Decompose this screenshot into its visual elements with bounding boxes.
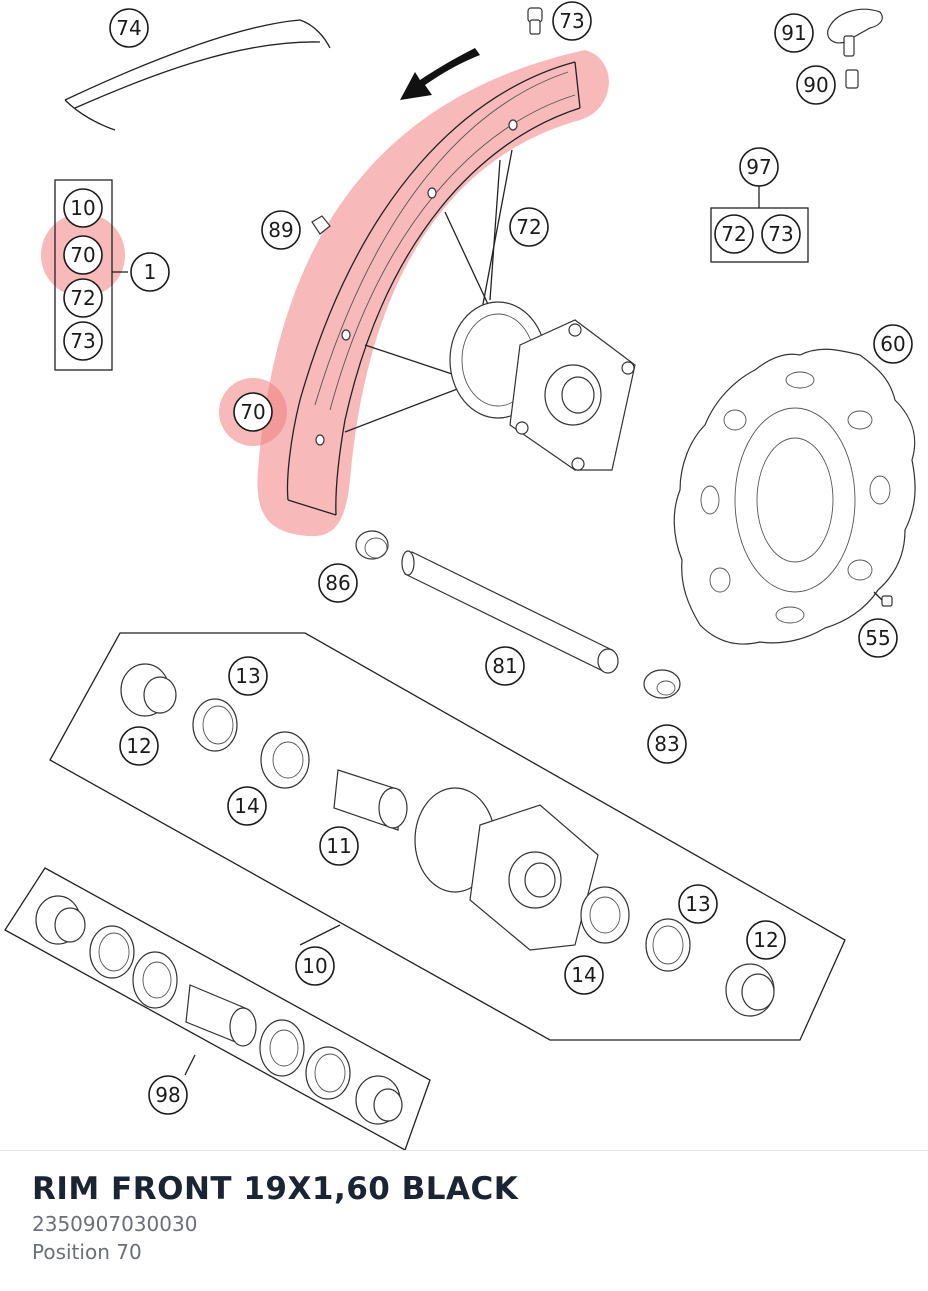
svg-text:12: 12	[753, 928, 778, 952]
svg-text:10: 10	[70, 196, 95, 220]
callout-81[interactable]: 81	[485, 646, 525, 686]
part-info-footer: RIM FRONT 19X1,60 BLACK 2350907030030 Po…	[0, 1150, 928, 1291]
svg-text:12: 12	[126, 734, 151, 758]
rim-tape	[64, 19, 331, 131]
svg-text:14: 14	[234, 794, 259, 818]
svg-text:55: 55	[865, 626, 890, 650]
callout-13-left[interactable]: 13	[228, 656, 268, 696]
callout-55[interactable]: 55	[858, 618, 898, 658]
callout-86[interactable]: 86	[318, 563, 358, 603]
parts-list-box	[54, 179, 113, 371]
bearing-kit-frame	[4, 867, 431, 1150]
callout-60[interactable]: 60	[873, 324, 913, 364]
svg-text:72: 72	[70, 286, 95, 310]
svg-text:89: 89	[268, 218, 293, 242]
spoke-wrench	[827, 8, 883, 89]
callout-91[interactable]: 91	[774, 13, 814, 53]
callout-90[interactable]: 90	[796, 65, 836, 105]
callout-14-right[interactable]: 14	[564, 955, 604, 995]
svg-text:74: 74	[116, 16, 141, 40]
svg-text:98: 98	[155, 1083, 180, 1107]
svg-text:1: 1	[144, 260, 157, 284]
callout-97-73[interactable]: 73	[761, 214, 801, 254]
callout-83[interactable]: 83	[647, 724, 687, 764]
callout-12-left[interactable]: 12	[119, 726, 159, 766]
svg-text:14: 14	[571, 963, 596, 987]
rim-highlight[interactable]	[257, 50, 609, 537]
svg-text:73: 73	[70, 329, 95, 353]
bearing-kit-parts	[35, 895, 403, 1125]
svg-text:72: 72	[721, 222, 746, 246]
svg-text:91: 91	[781, 21, 806, 45]
svg-text:72: 72	[516, 215, 541, 239]
exploded-parts-diagram: 74 73 91 90 97 72 73 10 70 72 73 1 89 72…	[4, 1, 916, 1150]
wheel-axle	[401, 550, 619, 674]
axle-nut	[643, 669, 681, 699]
disc-bolt	[873, 591, 893, 607]
spacer-86	[355, 530, 389, 560]
callout-10-group[interactable]: 10	[295, 946, 335, 986]
brake-disc	[673, 348, 916, 645]
svg-text:60: 60	[880, 332, 905, 356]
leader-lines	[184, 924, 341, 1076]
svg-text:86: 86	[325, 571, 350, 595]
callout-list-73[interactable]: 73	[63, 321, 103, 361]
svg-text:11: 11	[326, 834, 351, 858]
part-number: 2350907030030	[32, 1212, 198, 1236]
callout-97-72[interactable]: 72	[714, 214, 754, 254]
valve-cap	[527, 7, 543, 35]
svg-text:73: 73	[559, 9, 584, 33]
svg-text:83: 83	[654, 732, 679, 756]
rotation-arrow	[400, 48, 480, 100]
svg-text:13: 13	[685, 892, 710, 916]
callout-list-72[interactable]: 72	[63, 278, 103, 318]
hub-group-parts	[120, 663, 775, 1017]
callout-98[interactable]: 98	[148, 1075, 188, 1115]
svg-text:81: 81	[492, 654, 517, 678]
svg-text:70: 70	[240, 400, 265, 424]
svg-text:13: 13	[235, 664, 260, 688]
callout-1[interactable]: 1	[130, 252, 170, 292]
callout-72-spoke[interactable]: 72	[509, 207, 549, 247]
callout-11[interactable]: 11	[319, 826, 359, 866]
callout-73-valve[interactable]: 73	[552, 1, 592, 41]
svg-text:70: 70	[70, 243, 95, 267]
nipple-part	[311, 215, 331, 235]
svg-text:10: 10	[302, 954, 327, 978]
svg-text:73: 73	[768, 222, 793, 246]
callout-list-70[interactable]: 70	[63, 235, 103, 275]
callout-97[interactable]: 97	[739, 147, 779, 187]
part-position: Position 70	[32, 1240, 142, 1264]
hub-upper	[449, 301, 636, 471]
callout-12-right[interactable]: 12	[746, 920, 786, 960]
callout-70-rim[interactable]: 70	[233, 392, 273, 432]
hub-group-frame	[49, 632, 846, 1041]
callout-89[interactable]: 89	[261, 210, 301, 250]
callout-13-right[interactable]: 13	[678, 884, 718, 924]
rim-drawing[interactable]	[286, 61, 581, 516]
part-title: RIM FRONT 19X1,60 BLACK	[32, 1171, 519, 1207]
callout-list-10[interactable]: 10	[63, 188, 103, 228]
callout-74[interactable]: 74	[109, 8, 149, 48]
svg-text:97: 97	[746, 155, 771, 179]
svg-text:90: 90	[803, 73, 828, 97]
callout-14-left[interactable]: 14	[227, 786, 267, 826]
